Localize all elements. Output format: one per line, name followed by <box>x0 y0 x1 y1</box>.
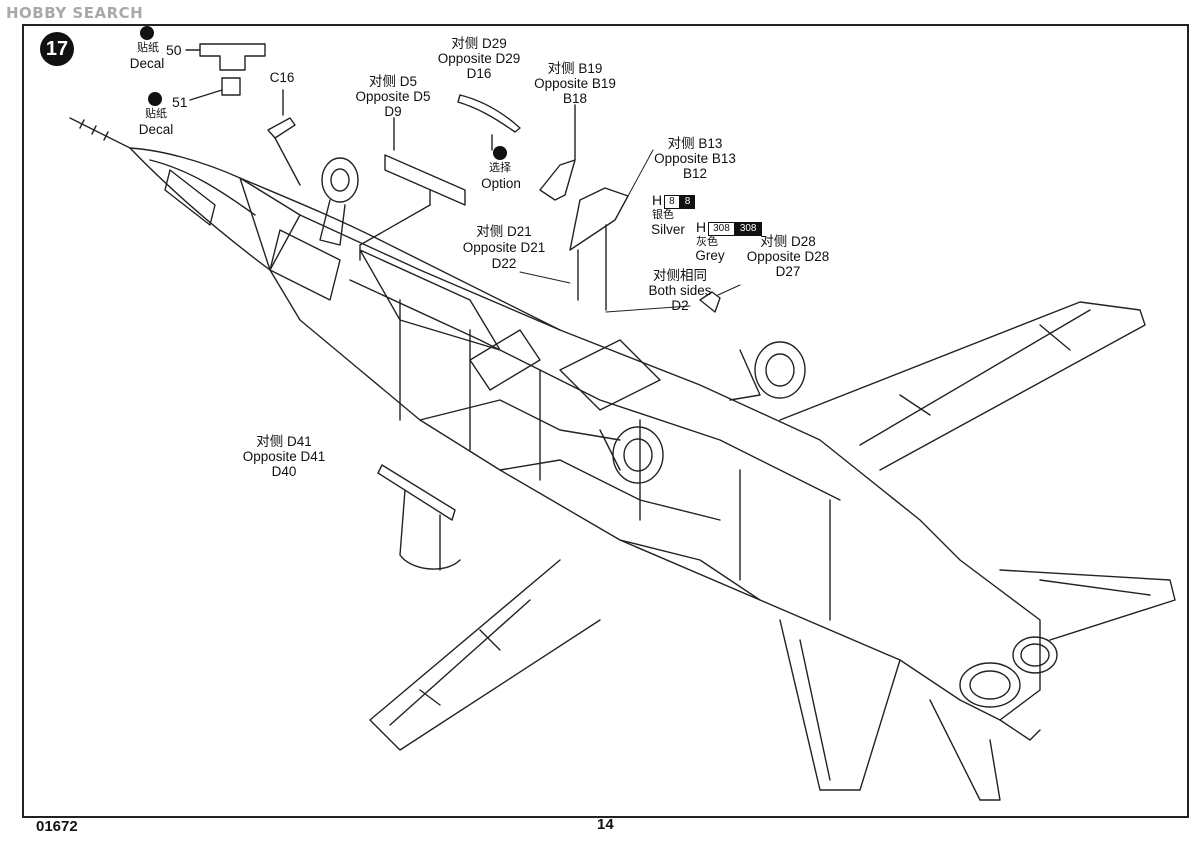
part-d9 <box>359 117 466 261</box>
paint-code-filled: 8 <box>679 194 696 209</box>
kit-number: 01672 <box>36 818 78 835</box>
decal-en-label: Decal <box>129 56 165 71</box>
d21-cn-label: 对侧 D21 <box>476 224 532 239</box>
part-d40 <box>377 464 461 571</box>
decal-en-label: Decal <box>138 122 174 137</box>
ventral-fin <box>929 699 1001 801</box>
nose-probe <box>69 117 131 149</box>
part-b18 <box>539 104 576 201</box>
decal-cn-label: 贴纸 <box>145 108 167 120</box>
paint-grey-en: Grey <box>695 248 725 263</box>
d22-part-label: D22 <box>491 256 517 271</box>
decal-parts <box>185 43 266 101</box>
step-number-badge: 17 <box>40 32 74 66</box>
d16-part-label: D16 <box>466 66 492 81</box>
d41-cn-label: 对侧 D41 <box>256 434 312 449</box>
main-gear-left <box>599 426 664 484</box>
d2-cn-label: 对侧相同 <box>653 268 707 283</box>
leader-lines <box>519 149 741 313</box>
nose-gear <box>319 157 359 246</box>
diagram-frame <box>22 24 1189 818</box>
d29-en-label: Opposite D29 <box>437 51 521 66</box>
paint-code-outline: 308 <box>708 221 735 236</box>
part-number-50: 50 <box>166 42 182 58</box>
b13-cn-label: 对侧 B13 <box>667 136 723 151</box>
part-d2 <box>699 291 721 313</box>
d5-en-label: Opposite D5 <box>355 89 431 104</box>
part-c16 <box>267 89 301 186</box>
d27-part-label: D27 <box>775 264 801 279</box>
paint-prefix: H <box>652 192 663 208</box>
b18-part-label: B18 <box>562 91 588 106</box>
left-wing <box>369 559 601 751</box>
decal-cn-label: 贴纸 <box>137 42 159 54</box>
option-cn-label: 选择 <box>489 162 511 174</box>
part-c16-label: C16 <box>269 70 295 85</box>
paint-silver-cn: 银色 <box>652 209 674 221</box>
paint-code-filled: 308 <box>734 221 762 236</box>
d5-cn-label: 对侧 D5 <box>368 74 417 89</box>
b19-en-label: Opposite B19 <box>534 76 616 91</box>
option-icon <box>493 146 507 160</box>
option-en-label: Option <box>481 176 521 191</box>
d21-en-label: Opposite D21 <box>462 240 546 255</box>
d28-en-label: Opposite D28 <box>746 249 830 264</box>
d2-part-label: D2 <box>671 298 689 313</box>
paint-grey-cn: 灰色 <box>696 236 718 248</box>
d28-cn-label: 对侧 D28 <box>760 234 816 249</box>
b12-part-label: B12 <box>682 166 708 181</box>
fuselage <box>239 177 1041 721</box>
d41-en-label: Opposite D41 <box>242 449 326 464</box>
paint-prefix: H <box>696 219 707 235</box>
decal-icon <box>140 26 154 40</box>
b19-cn-label: 对侧 B19 <box>547 61 603 76</box>
hobby-search-watermark: HOBBY SEARCH <box>6 4 144 22</box>
part-b12 <box>569 187 629 311</box>
engine-nozzles <box>959 636 1058 741</box>
d2-en-label: Both sides <box>648 283 712 298</box>
left-tailplane <box>779 619 901 791</box>
d40-part-label: D40 <box>271 464 297 479</box>
right-wing <box>779 301 1146 471</box>
part-number-51: 51 <box>172 94 188 110</box>
right-tailplane <box>999 569 1176 641</box>
b13-en-label: Opposite B13 <box>654 151 736 166</box>
main-gear-right <box>729 341 806 401</box>
decal-icon <box>148 92 162 106</box>
paint-silver-en: Silver <box>651 222 685 237</box>
part-d16 <box>457 94 521 151</box>
d9-part-label: D9 <box>384 104 402 119</box>
page-number: 14 <box>597 816 614 833</box>
paint-code-outline: 8 <box>664 194 680 209</box>
d29-cn-label: 对侧 D29 <box>451 36 507 51</box>
cockpit-area <box>269 229 661 411</box>
